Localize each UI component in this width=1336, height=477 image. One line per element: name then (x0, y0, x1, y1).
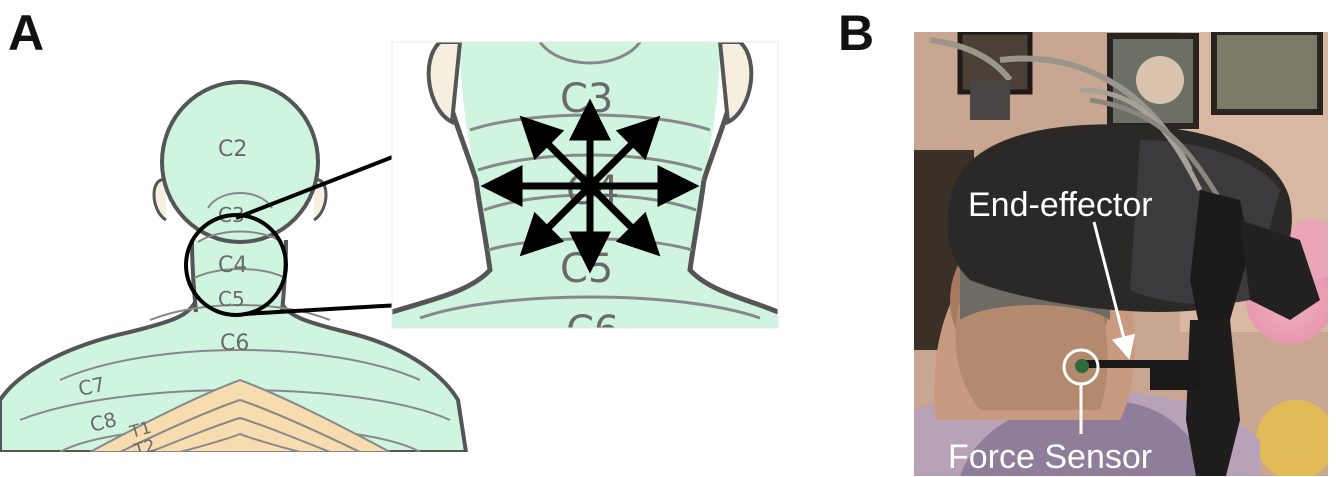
dermatome-label-c5: C5 (218, 287, 245, 311)
panel-b-photo (914, 32, 1336, 477)
end-effector-label: End-effector (968, 186, 1153, 224)
dermatome-label-c6: C6 (220, 331, 249, 356)
zoom-label-c6: C6 (566, 308, 619, 354)
panel-a-zoom-inset: C3 C4 C5 C6 (392, 42, 778, 354)
dermatome-label-c4: C4 (218, 253, 247, 278)
arrow-center-dot (580, 176, 600, 196)
dermatome-label-c2: C2 (218, 137, 247, 162)
force-sensor-label: Force Sensor (948, 438, 1152, 476)
zoom-label-c3: C3 (560, 76, 613, 122)
